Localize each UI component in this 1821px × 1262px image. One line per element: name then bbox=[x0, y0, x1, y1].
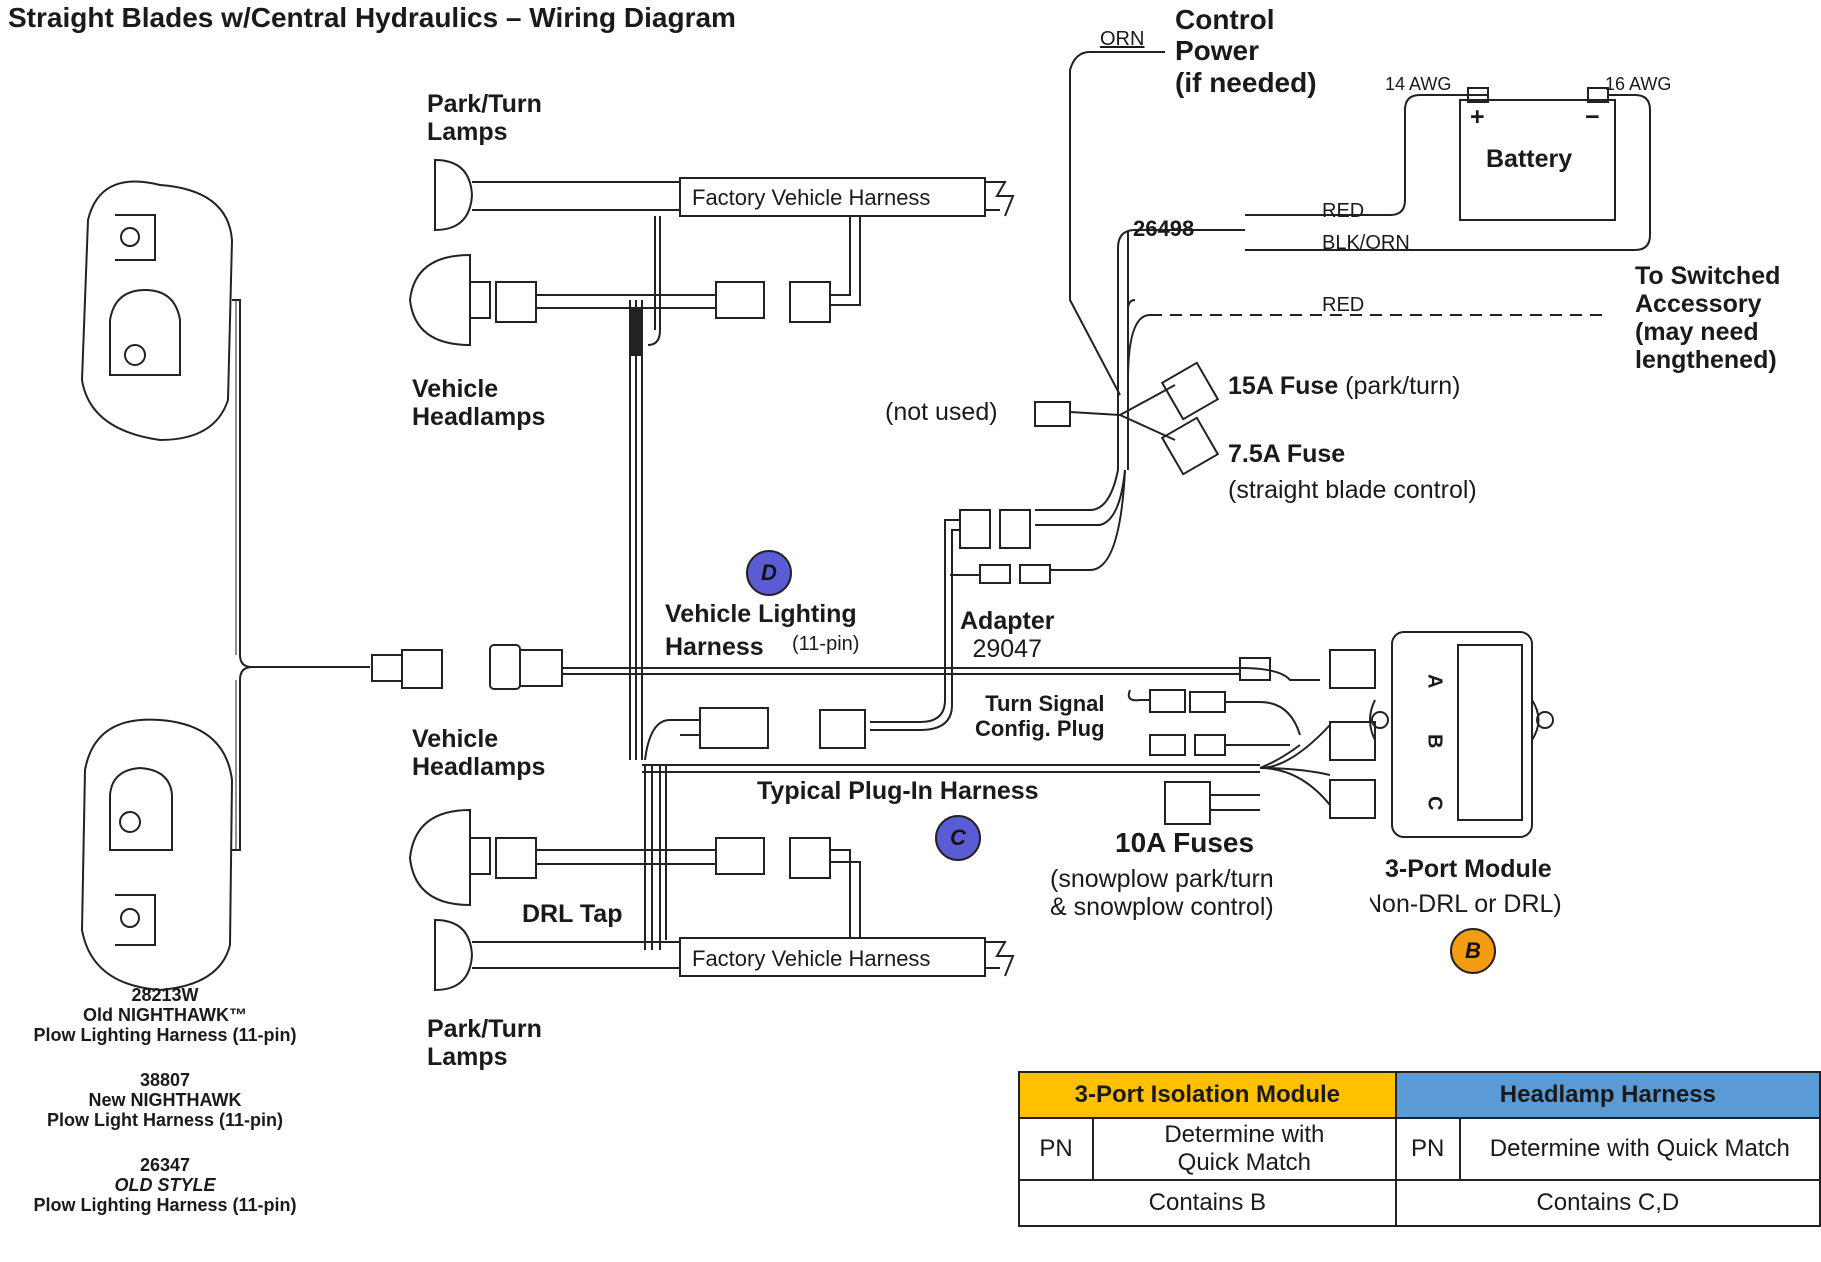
not-used-label: (not used) bbox=[885, 398, 998, 426]
vehicle-headlamp-bottom bbox=[408, 808, 471, 907]
fuse-10a bbox=[1164, 781, 1211, 825]
adapter-label: Adapter 29047 bbox=[960, 607, 1055, 663]
park-turn-lamp-bottom bbox=[434, 918, 474, 992]
battery-minus: − bbox=[1585, 103, 1600, 131]
table-cell-contains1: Contains B bbox=[1018, 1179, 1397, 1227]
module-3-port bbox=[1391, 631, 1533, 838]
part-26498: 26498 bbox=[1133, 216, 1195, 241]
battery bbox=[1459, 99, 1616, 221]
table-cell-det2: Determine with Quick Match bbox=[1458, 1117, 1821, 1181]
module-3port-sublabel: Non-DRL or DRL) bbox=[1370, 890, 1562, 918]
port-c-label: C bbox=[1423, 795, 1446, 811]
factory-harness-box-bottom bbox=[679, 937, 986, 977]
table-header-module: 3-Port Isolation Module bbox=[1018, 1071, 1397, 1119]
badge-d: D bbox=[746, 550, 792, 596]
harness-28213w: 28213W Old NIGHTHAWK™ Plow Lighting Harn… bbox=[33, 985, 297, 1046]
drl-tap-label: DRL Tap bbox=[522, 900, 623, 928]
fuse-15a-label: 15A Fuse (park/turn) bbox=[1228, 372, 1461, 400]
factory-harness-box-top bbox=[679, 177, 986, 217]
harness-26347: 26347 OLD STYLE Plow Lighting Harness (1… bbox=[33, 1155, 297, 1216]
vehicle-headlamps-bottom-label: Vehicle Headlamps bbox=[412, 725, 546, 781]
turn-signal-config-plug bbox=[1149, 689, 1186, 713]
fuses-10a-desc: (snowplow park/turn & snowplow control) bbox=[1050, 865, 1274, 921]
plow-lamp-bulbs bbox=[109, 214, 181, 946]
park-turn-lamps-top-label: Park/Turn Lamps bbox=[427, 90, 542, 146]
vehicle-headlamp-top bbox=[408, 253, 471, 347]
control-power-label: Control Power (if needed) bbox=[1175, 4, 1317, 98]
factory-harness-bottom-label: Factory Vehicle Harness bbox=[692, 946, 931, 971]
table-cell-pn2: PN bbox=[1394, 1117, 1461, 1181]
plug-in-harness-wire bbox=[642, 764, 1260, 773]
table-cell-pn1: PN bbox=[1018, 1117, 1094, 1181]
blk-orn-label: BLK/ORN bbox=[1322, 232, 1410, 254]
connector-11pin-female bbox=[489, 644, 521, 690]
vehicle-lighting-harness-pins: (11-pin) bbox=[792, 633, 860, 655]
not-used-connector bbox=[1034, 401, 1071, 427]
table-header-headlamp: Headlamp Harness bbox=[1394, 1071, 1821, 1119]
to-switched-accessory: To Switched Accessory (may need lengthen… bbox=[1635, 262, 1781, 374]
fuse-7-5a-desc: (straight blade control) bbox=[1228, 476, 1477, 504]
harness-38807: 38807 New NIGHTHAWK Plow Light Harness (… bbox=[46, 1070, 284, 1131]
badge-c: C bbox=[935, 815, 981, 861]
port-a-label: A bbox=[1423, 673, 1446, 689]
table-cell-contains2: Contains C,D bbox=[1394, 1179, 1821, 1227]
plow-harness-wire bbox=[232, 299, 370, 851]
harness-26498 bbox=[1117, 229, 1245, 470]
factory-harness-top-label: Factory Vehicle Harness bbox=[692, 185, 931, 210]
park-turn-lamps-bottom-label: Park/Turn Lamps bbox=[427, 1015, 542, 1071]
battery-plus: + bbox=[1470, 103, 1485, 131]
port-b-label: B bbox=[1423, 733, 1446, 749]
awg16-label: 16 AWG bbox=[1605, 74, 1672, 94]
plow-lamp-bottom bbox=[80, 718, 234, 992]
vehicle-lighting-harness-label: Vehicle Lighting bbox=[665, 600, 857, 628]
vehicle-lighting-harness-label-2: Harness bbox=[665, 633, 764, 661]
fuse-7-5a bbox=[1160, 416, 1220, 476]
fuse-15a bbox=[1160, 361, 1220, 421]
vehicle-headlamps-top-label: Vehicle Headlamps bbox=[412, 375, 546, 431]
red-wire-label-2: RED bbox=[1322, 294, 1365, 316]
plow-lamp-top bbox=[80, 180, 234, 442]
awg14-label: 14 AWG bbox=[1385, 74, 1452, 94]
red-wire-label-1: RED bbox=[1322, 200, 1365, 222]
plug-in-harness-label: Typical Plug-In Harness bbox=[757, 777, 1039, 805]
battery-label: Battery bbox=[1486, 145, 1573, 173]
orn-label: ORN bbox=[1100, 28, 1145, 50]
turn-signal-config-label: Turn Signal Config. Plug bbox=[975, 691, 1105, 741]
fuse-7-5a-label: 7.5A Fuse bbox=[1228, 440, 1346, 468]
park-turn-lamp-top bbox=[434, 158, 474, 232]
page-title: Straight Blades w/Central Hydraulics – W… bbox=[8, 2, 736, 33]
parts-table: 3-Port Isolation Module Headlamp Harness… bbox=[1018, 1071, 1821, 1227]
fuses-10a-label: 10A Fuses bbox=[1115, 827, 1255, 858]
connector-11pin-male bbox=[371, 654, 403, 682]
module-3port-label: 3-Port Module bbox=[1385, 855, 1552, 883]
badge-b: B bbox=[1450, 928, 1496, 974]
